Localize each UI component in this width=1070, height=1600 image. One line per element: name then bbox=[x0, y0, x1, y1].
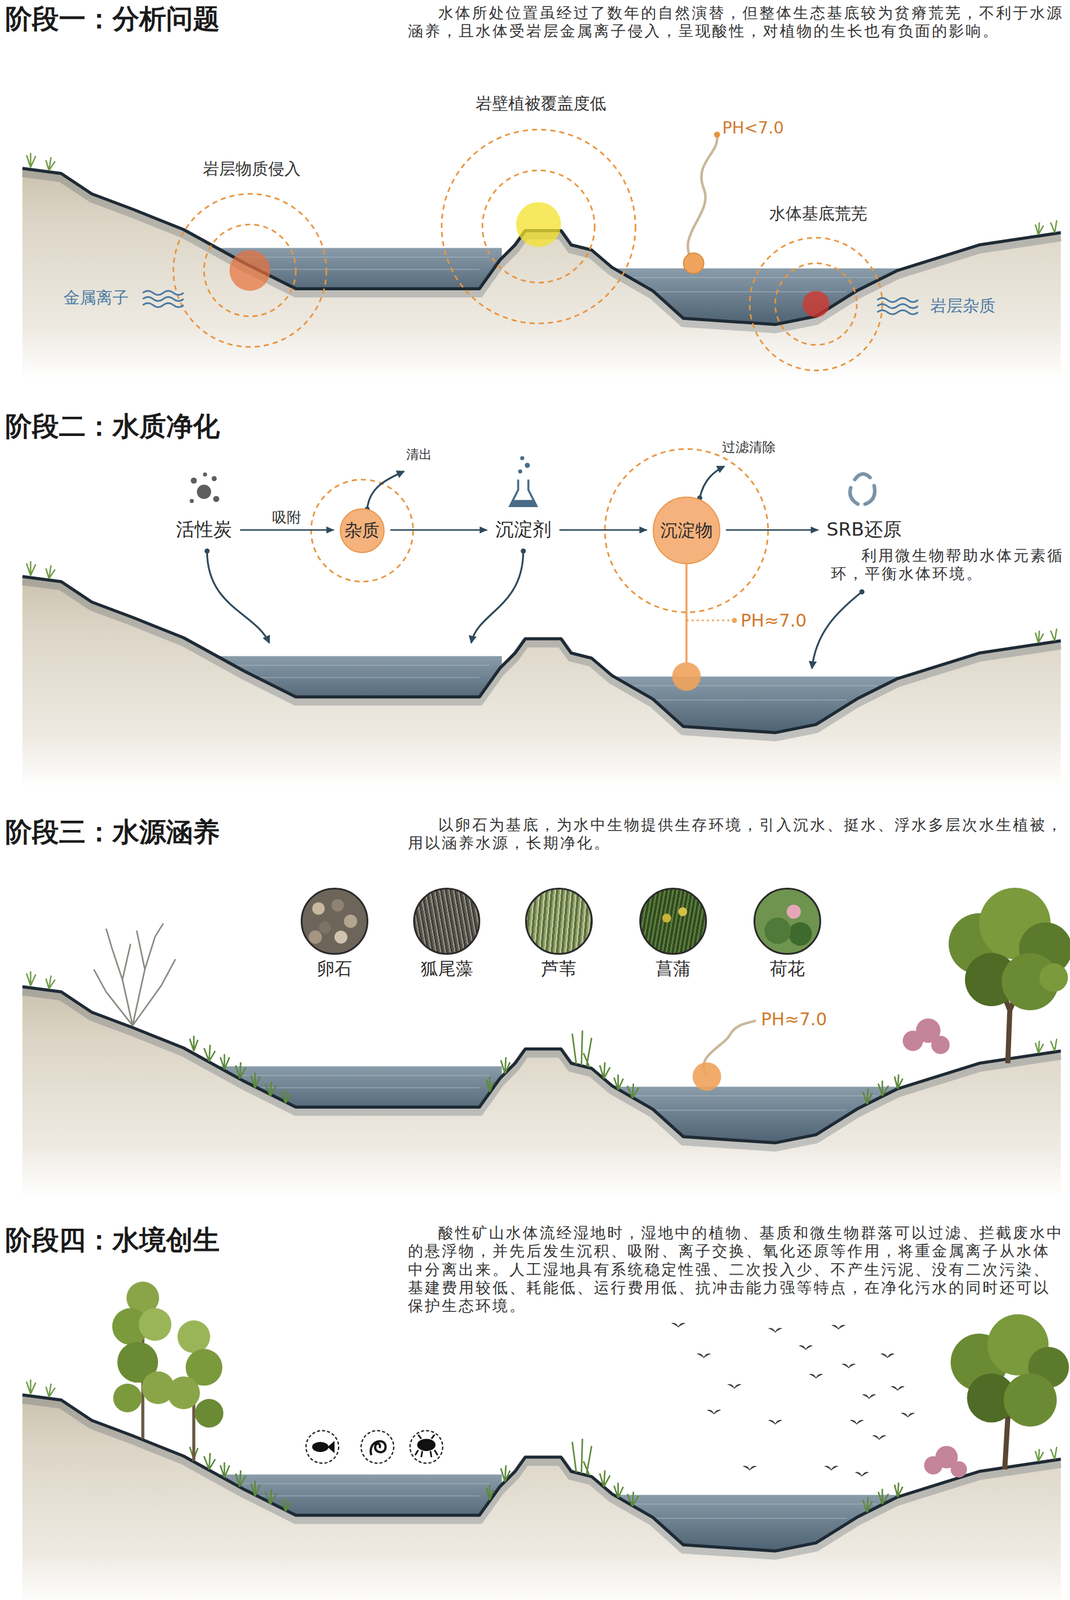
plant-sample: 卵石 bbox=[300, 887, 369, 980]
ph-marker bbox=[671, 662, 701, 691]
stage-2-section bbox=[22, 561, 1062, 788]
tree-crown bbox=[948, 887, 1070, 1010]
stage-heading: 阶段三：水源涵养 bbox=[5, 815, 220, 848]
flow-arrows bbox=[206, 466, 862, 669]
plant-photo bbox=[639, 887, 707, 956]
annotation-label: 岩壁植被覆盖度低 bbox=[475, 93, 607, 114]
stage-1-section bbox=[22, 153, 1062, 380]
ion-wave-symbol bbox=[142, 290, 184, 308]
plant-sample: 荷花 bbox=[753, 887, 822, 980]
node-text: 芦苇 bbox=[541, 958, 577, 980]
ph-marker bbox=[692, 1061, 721, 1091]
cycle-icon bbox=[849, 473, 875, 505]
plant-sample: 菖蒲 bbox=[639, 887, 707, 980]
ph-leader bbox=[687, 136, 717, 264]
node-text: SRB还原 bbox=[826, 518, 902, 541]
tree-crown bbox=[950, 1314, 1069, 1427]
plant-photo bbox=[300, 887, 369, 956]
flow-connector bbox=[240, 529, 334, 531]
arrow-start-dots bbox=[204, 495, 865, 595]
process-rings bbox=[311, 448, 769, 612]
annotation-label: 岩层杂质 bbox=[930, 296, 996, 316]
node-text: 菖蒲 bbox=[655, 958, 691, 980]
impact-rings bbox=[173, 129, 883, 371]
flask-icon bbox=[509, 456, 537, 507]
plant-photo bbox=[413, 887, 481, 956]
annotation-label: 清出 bbox=[406, 446, 432, 463]
node-text: 卵石 bbox=[317, 958, 353, 980]
annotation-label: PH≈7.0 bbox=[761, 1008, 828, 1030]
bare-shrub bbox=[93, 923, 176, 1026]
stage-4-section bbox=[22, 1379, 1062, 1600]
annotation-label: 以卵石为基底，为水中生物提供生存环境，引入沉水、挺水、浮水多层次水生植被，用以涵… bbox=[407, 815, 1066, 853]
annotation-label: PH<7.0 bbox=[722, 118, 784, 139]
annotation-label: 岩层物质侵入 bbox=[202, 159, 301, 179]
node-text: 沉淀剂 bbox=[495, 518, 552, 541]
stage-heading: 阶段一：分析问题 bbox=[5, 2, 220, 35]
node-text: 活性炭 bbox=[176, 518, 232, 541]
flower-shrub bbox=[924, 1445, 968, 1478]
annotation-label: 利用微生物帮助水体元素循环，平衡水体环境。 bbox=[831, 546, 1070, 583]
problem-spot bbox=[516, 202, 562, 248]
annotation-label: 过滤清除 bbox=[722, 439, 776, 456]
annotation-label: 酸性矿山水体流经湿地时，湿地中的植物、基质和微生物群落可以过滤、拦截废水中的悬浮… bbox=[407, 1223, 1066, 1315]
ph-leader bbox=[686, 619, 734, 622]
plant-photo bbox=[753, 887, 822, 956]
node-text: 沉淀物 bbox=[660, 519, 713, 541]
stage-4-plants bbox=[189, 1438, 903, 1512]
ph-leader-dot bbox=[713, 131, 721, 139]
flow-connector bbox=[559, 529, 647, 531]
problem-spot bbox=[229, 250, 271, 291]
node-text: 杂质 bbox=[344, 519, 380, 541]
ph-leader-dot bbox=[731, 617, 738, 624]
problem-spot bbox=[802, 290, 830, 318]
stage-3-plants bbox=[189, 1030, 903, 1104]
flow-connector bbox=[390, 529, 488, 531]
plant-photo bbox=[525, 887, 593, 956]
process-step: 活性炭 bbox=[173, 516, 235, 542]
carbon-icon bbox=[189, 472, 220, 504]
annotation-label: PH≈7.0 bbox=[740, 610, 808, 632]
flower-shrub bbox=[902, 1018, 950, 1054]
tree-crown bbox=[112, 1281, 224, 1428]
ph-marker bbox=[683, 252, 705, 274]
node-text: 荷花 bbox=[769, 958, 805, 980]
wildlife-icons bbox=[305, 1430, 443, 1463]
plant-sample: 芦苇 bbox=[525, 887, 593, 980]
birds bbox=[671, 1322, 915, 1477]
process-circle: 沉淀物 bbox=[652, 496, 721, 565]
stage-heading: 阶段二：水质净化 bbox=[5, 410, 220, 443]
stage-3-section bbox=[22, 971, 1062, 1199]
annotation-label: 水体所处位置虽经过了数年的自然演替，但整体生态基底较为贫瘠荒芜，不利于水源涵养，… bbox=[407, 4, 1066, 41]
plant-sample: 狐尾藻 bbox=[413, 887, 481, 980]
stage-heading: 阶段四：水境创生 bbox=[5, 1223, 220, 1256]
process-step: SRB还原 bbox=[824, 516, 904, 542]
process-step: 沉淀剂 bbox=[493, 516, 554, 542]
flow-connector bbox=[726, 529, 819, 531]
node-text: 狐尾藻 bbox=[420, 958, 474, 980]
process-circle: 杂质 bbox=[339, 508, 385, 554]
annotation-label: 水体基底荒芜 bbox=[769, 203, 868, 224]
ph-leader bbox=[685, 564, 688, 664]
annotation-label: 金属离子 bbox=[63, 287, 129, 308]
edge-label: 吸附 bbox=[270, 508, 304, 527]
impurity-wave-symbol bbox=[877, 297, 918, 315]
